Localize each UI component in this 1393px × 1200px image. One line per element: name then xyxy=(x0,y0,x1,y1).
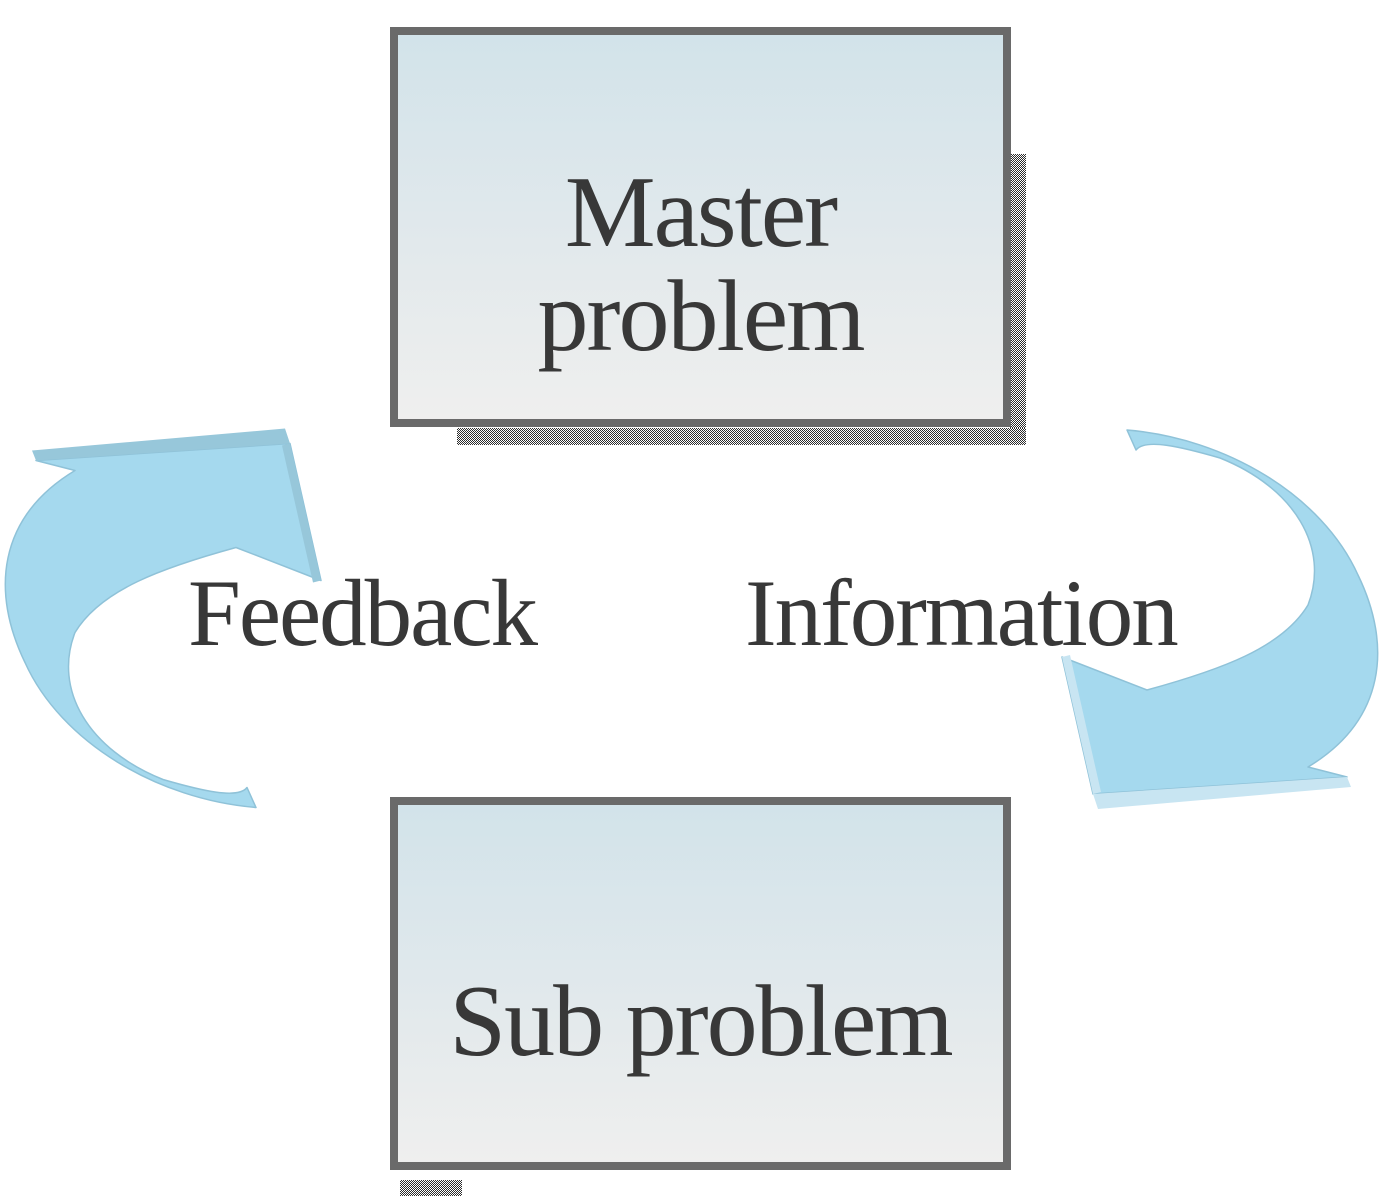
master-problem-label: Master problem xyxy=(537,155,866,373)
sub-box-shadow-fragment xyxy=(400,1180,462,1196)
information-label: Information xyxy=(745,560,1179,666)
master-box-shadow-bottom xyxy=(457,428,1026,445)
sub-problem-label: Sub problem xyxy=(449,965,953,1079)
master-problem-box: Master problem xyxy=(390,27,1011,427)
feedback-label: Feedback xyxy=(188,560,538,666)
master-box-shadow-right xyxy=(1010,154,1026,445)
sub-problem-box: Sub problem xyxy=(390,797,1011,1170)
